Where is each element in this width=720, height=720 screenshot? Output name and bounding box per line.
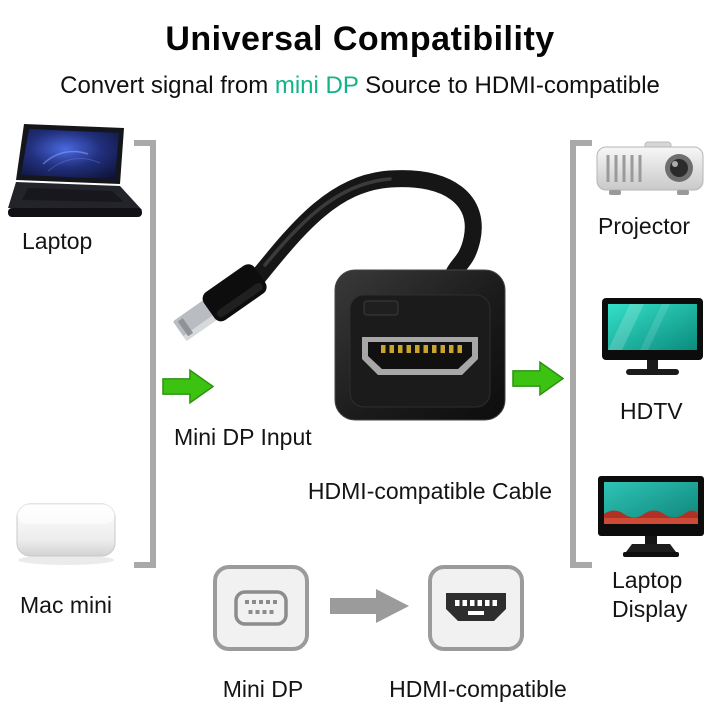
mini-dp-port-icon xyxy=(234,590,288,626)
hdmi-port-label: HDMI-compatible xyxy=(389,676,567,702)
mini-dp-input-label: Mini DP Input xyxy=(174,424,312,450)
projector-label: Projector xyxy=(598,213,691,239)
laptop-illustration xyxy=(8,124,142,217)
right-bracket-bottom-arm xyxy=(570,562,592,568)
mini-dp-port-label: Mini DP xyxy=(222,676,304,702)
right-bracket-top-arm xyxy=(570,140,592,146)
subtitle-prefix: Convert signal from xyxy=(60,72,275,99)
hdmi-port-icon xyxy=(446,593,506,621)
laptop-display-label-line2: Display xyxy=(612,596,688,622)
subtitle: Convert signal from mini DP Source to HD… xyxy=(0,72,720,100)
left-bracket-top-arm xyxy=(134,140,156,146)
mini-dp-port-box xyxy=(213,565,309,651)
adapter-cable-illustration xyxy=(173,170,506,421)
page-title: Universal Compatibility xyxy=(165,20,555,58)
hdtv-illustration xyxy=(602,298,703,375)
mini-dp-plug xyxy=(173,264,267,342)
subtitle-suffix: Source to HDMI-compatible xyxy=(358,72,660,99)
mac-mini-illustration xyxy=(16,503,116,565)
laptop-display-label-line1: Laptop xyxy=(612,567,683,593)
right-bracket-vertical xyxy=(570,140,576,568)
hdmi-gold-pins xyxy=(381,345,462,353)
laptop-display-label: Laptop Display xyxy=(612,566,687,624)
gray-arrow-icon xyxy=(330,589,409,623)
laptop-label: Laptop xyxy=(22,228,93,254)
green-arrow-right-icon xyxy=(512,360,564,397)
green-arrow-left-icon xyxy=(162,368,214,405)
left-bracket-vertical xyxy=(150,140,156,568)
cable-label: HDMI-compatible Cable xyxy=(307,478,553,504)
left-bracket-bottom-arm xyxy=(134,562,156,568)
laptop-display-illustration xyxy=(598,476,704,557)
hdmi-port-box xyxy=(428,565,524,651)
hdtv-label: HDTV xyxy=(620,398,683,424)
mac-mini-label: Mac mini xyxy=(20,592,113,618)
subtitle-highlight: mini DP xyxy=(274,72,359,99)
projector-illustration xyxy=(596,141,704,195)
